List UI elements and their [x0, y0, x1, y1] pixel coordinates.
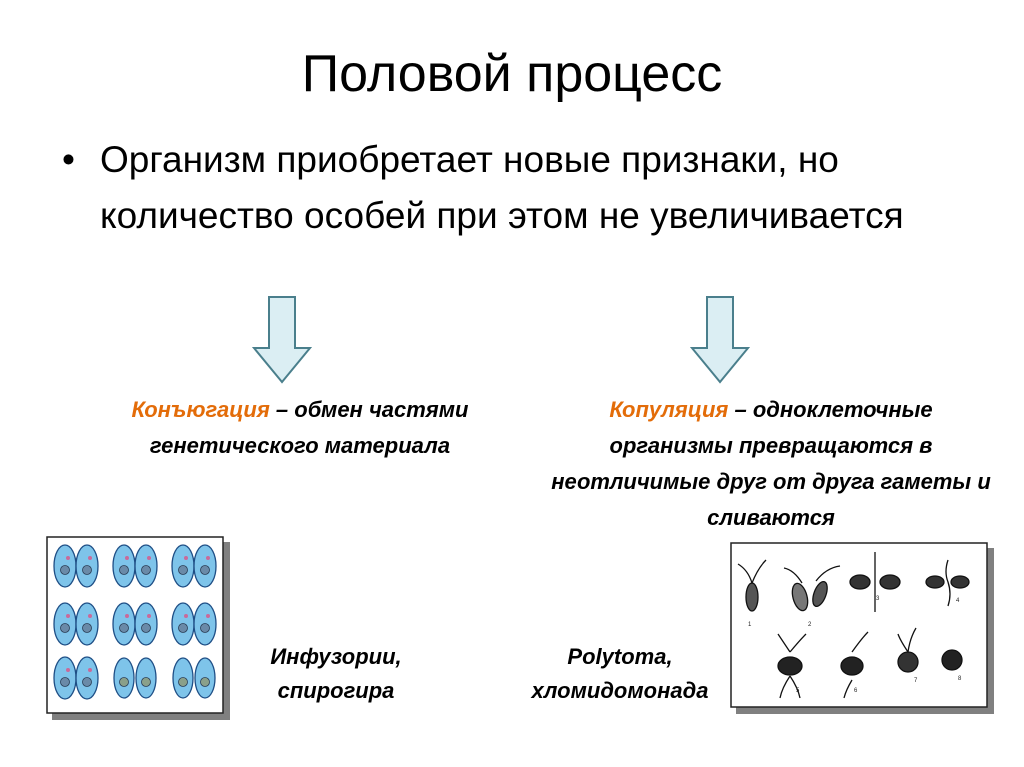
gamete [950, 575, 970, 589]
right-caption-line1: Polytoma, [567, 644, 673, 669]
cell-micronucleus [184, 614, 188, 618]
cell-micronucleus [206, 556, 210, 560]
figure-number: 4 [956, 598, 960, 604]
copulation-text: – одноклеточные организмы превращаются в… [551, 397, 991, 530]
down-arrow-icon [690, 296, 750, 384]
flagellum [777, 633, 807, 699]
figure-number: 6 [854, 688, 858, 694]
copulation-description: Копуляция – одноклеточные организмы прев… [548, 392, 994, 536]
gamete [812, 580, 828, 608]
cell-nucleus [178, 677, 188, 687]
gamete [849, 574, 871, 590]
flagellum [843, 631, 869, 699]
zygote [897, 651, 919, 673]
cell-micronucleus [125, 614, 129, 618]
zygote [777, 656, 803, 676]
figure-number: 7 [914, 678, 918, 684]
gamete [791, 582, 809, 612]
cell-nucleus [178, 623, 188, 633]
gamete [879, 574, 901, 590]
zygote [941, 649, 963, 671]
cell-nucleus [141, 677, 151, 687]
cell-nucleus [60, 623, 70, 633]
cell-micronucleus [184, 556, 188, 560]
cell-nucleus [60, 565, 70, 575]
cell-nucleus [82, 565, 92, 575]
cell-nucleus [200, 677, 210, 687]
cell-micronucleus [147, 614, 151, 618]
zygote [840, 656, 864, 676]
cell-micronucleus [66, 614, 70, 618]
cell-nucleus [200, 565, 210, 575]
cell-nucleus [119, 677, 129, 687]
left-caption: Инфузории, спирогира [236, 640, 436, 708]
cell-nucleus [141, 623, 151, 633]
cell-micronucleus [125, 556, 129, 560]
conjugation-description: Конъюгация – обмен частями генетического… [112, 392, 488, 464]
cell-nucleus [178, 565, 188, 575]
conjugation-text: – обмен частями генетического материала [149, 397, 469, 458]
figure-number: 5 [796, 688, 800, 694]
flagellum [945, 559, 951, 607]
cell-nucleus [119, 623, 129, 633]
cell-micronucleus [88, 614, 92, 618]
conjugation-term: Конъюгация [131, 397, 270, 422]
figure-number: 1 [748, 622, 752, 628]
flagellum [783, 565, 841, 584]
bullet-dot: • [62, 139, 75, 180]
gamete [925, 575, 945, 589]
cell-micronucleus [88, 668, 92, 672]
flagellum [737, 559, 767, 584]
left-caption-line2: спирогира [277, 678, 395, 703]
page-title: Половой процесс [301, 45, 723, 103]
cell-nucleus [200, 623, 210, 633]
copulation-term: Копуляция [609, 397, 729, 422]
cell-micronucleus [206, 614, 210, 618]
figure-number: 8 [958, 676, 962, 682]
figure-number: 3 [876, 596, 880, 602]
cell-micronucleus [66, 556, 70, 560]
polytoma-copulation-figure: 1 2 3 4 5 6 7 8 [730, 542, 994, 714]
cell-nucleus [119, 565, 129, 575]
cell-micronucleus [147, 556, 151, 560]
cell-nucleus [82, 677, 92, 687]
figure-number: 2 [808, 622, 812, 628]
down-arrow-icon [252, 296, 312, 384]
cell-micronucleus [88, 556, 92, 560]
bullet-text: Организм приобретает новые признаки, но … [100, 139, 904, 236]
cell-micronucleus [66, 668, 70, 672]
right-caption: Polytoma, хломидомонада [502, 640, 738, 708]
right-caption-line2: хломидомонада [531, 678, 709, 703]
ciliates-conjugation-figure [46, 536, 230, 720]
flagellum [897, 627, 917, 653]
cell-nucleus [141, 565, 151, 575]
left-caption-line1: Инфузории, [270, 644, 402, 669]
cell-nucleus [82, 623, 92, 633]
cell-nucleus [60, 677, 70, 687]
gamete [745, 582, 759, 612]
